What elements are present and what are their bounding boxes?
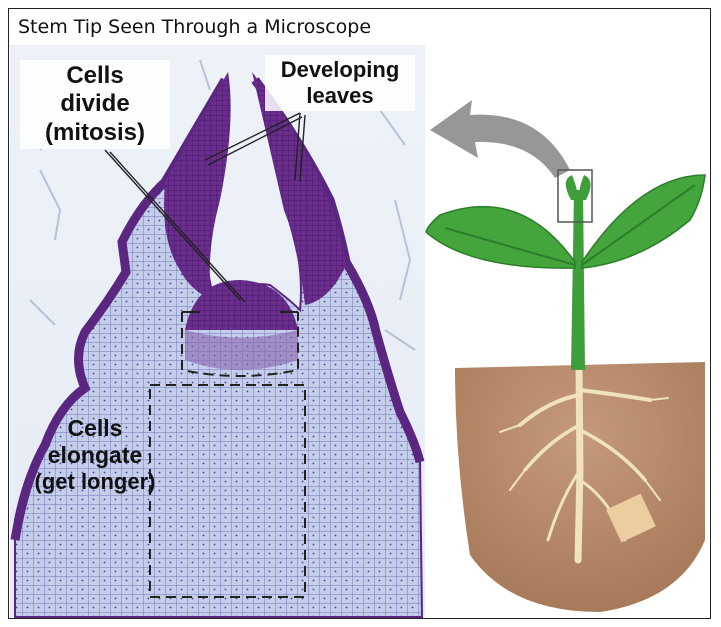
figure-title: Stem Tip Seen Through a Microscope bbox=[18, 16, 371, 38]
label-cells-divide-line3: (mitosis) bbox=[20, 119, 170, 147]
label-cells-divide-line2: divide bbox=[20, 90, 170, 118]
tip-bud-right bbox=[579, 175, 591, 200]
plant-stem bbox=[571, 190, 585, 370]
label-cells-elongate-line1: Cells bbox=[15, 415, 175, 442]
label-cells-elongate-line2: elongate bbox=[15, 442, 175, 469]
label-developing-leaves-line1: Developing bbox=[265, 57, 415, 83]
label-cells-divide: Cells divide (mitosis) bbox=[20, 60, 170, 149]
label-cells-elongate: Cells elongate (get longer) bbox=[15, 415, 175, 495]
label-developing-leaves-line2: leaves bbox=[265, 83, 415, 109]
label-developing-leaves: Developing leaves bbox=[265, 55, 415, 111]
magnification-arrow bbox=[430, 100, 570, 178]
label-cells-elongate-line3: (get longer) bbox=[15, 469, 175, 495]
tip-bud-left bbox=[566, 175, 578, 200]
label-cells-divide-line1: Cells bbox=[20, 62, 170, 90]
